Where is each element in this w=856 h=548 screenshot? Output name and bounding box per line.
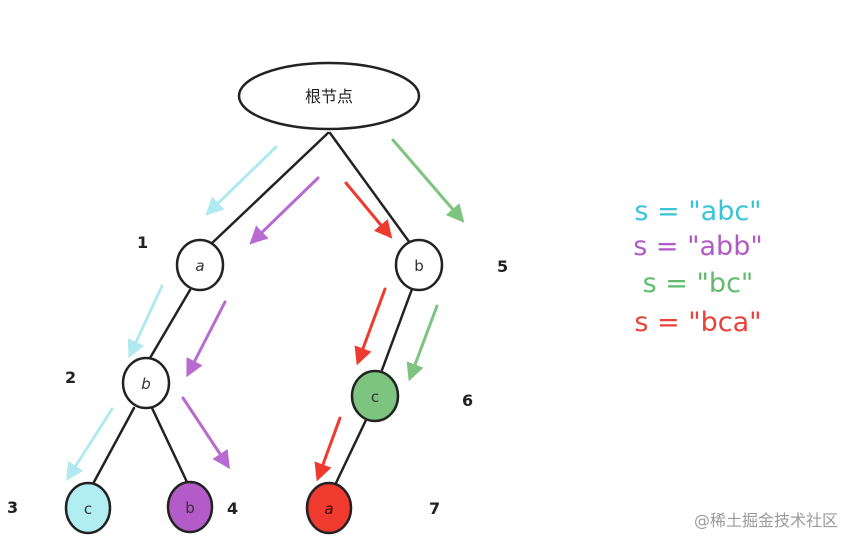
root-label: 根节点 <box>305 87 353 106</box>
arrow-green-1 <box>391 138 465 223</box>
legend-bca: s = "bca" <box>634 307 761 338</box>
arrow-cyan-3 <box>66 407 114 482</box>
node-6-number: 6 <box>462 391 473 410</box>
node-7-circle <box>305 481 353 535</box>
node-3: c <box>64 481 112 535</box>
path-arrows <box>66 138 465 482</box>
arrow-purple-3 <box>181 396 230 470</box>
legend-abc: s = "abc" <box>634 196 761 227</box>
node-7: a <box>305 481 353 535</box>
node-6: c <box>350 369 400 423</box>
edge-2-4 <box>150 406 189 484</box>
node-5-circle <box>394 238 444 292</box>
arrow-red-3 <box>314 416 342 482</box>
node-5-label: b <box>414 257 424 275</box>
node-1-number: 1 <box>137 233 148 252</box>
node-6-circle <box>350 369 400 423</box>
node-2-label: b <box>141 375 151 393</box>
node-7-number: 7 <box>429 499 440 518</box>
arrow-purple-2 <box>186 300 227 378</box>
node-3-circle <box>64 481 112 535</box>
edge-root-1 <box>208 131 330 247</box>
arrow-cyan-1 <box>205 145 278 216</box>
node-3-number: 3 <box>7 498 18 517</box>
node-2-number: 2 <box>65 368 76 387</box>
edge-5-6 <box>380 287 414 372</box>
node-1-circle <box>175 238 225 292</box>
node-4-circle <box>166 480 214 534</box>
edge-1-2 <box>148 288 192 360</box>
arrow-purple-1 <box>249 176 320 245</box>
edge-root-5 <box>328 131 412 245</box>
root-node: 根节点 <box>237 61 421 131</box>
node-2: b <box>121 356 171 410</box>
watermark: @稀土掘金技术社区 <box>694 511 838 530</box>
node-3-label: c <box>84 500 92 518</box>
arrow-cyan-2 <box>127 284 164 359</box>
node-4-number: 4 <box>227 499 238 518</box>
node-2-circle <box>121 356 171 410</box>
edge-2-3 <box>92 406 136 484</box>
node-6-label: c <box>371 388 379 406</box>
edge-6-7 <box>334 418 368 485</box>
node-1-label: a <box>195 257 204 275</box>
node-4-label: b <box>185 499 195 517</box>
node-1: a <box>175 238 225 292</box>
legend-abb: s = "abb" <box>633 231 763 262</box>
legend: s = "abc" s = "abb" s = "bc" s = "bca" <box>633 196 763 338</box>
node-4: b <box>166 480 214 534</box>
legend-bc: s = "bc" <box>643 268 754 299</box>
arrow-red-1 <box>344 181 393 239</box>
node-7-label: a <box>324 500 333 518</box>
node-5: b <box>394 238 444 292</box>
arrow-green-2 <box>406 304 439 382</box>
tree-edges <box>92 131 414 485</box>
arrow-red-2 <box>354 287 387 366</box>
node-5-number: 5 <box>497 257 508 276</box>
